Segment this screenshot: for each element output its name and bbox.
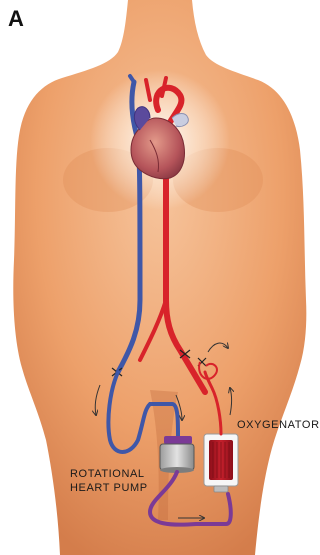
oxygenator-label: OXYGENATOR (237, 418, 320, 432)
oxygenator-device (204, 434, 238, 492)
pump-label-line2: HEART PUMP (70, 481, 148, 495)
pump-label-line1: ROTATIONAL (70, 467, 148, 481)
rotational-heart-pump-label: ROTATIONAL HEART PUMP (70, 467, 148, 495)
rotational-heart-pump (160, 436, 194, 473)
panel-label: A (8, 6, 24, 32)
